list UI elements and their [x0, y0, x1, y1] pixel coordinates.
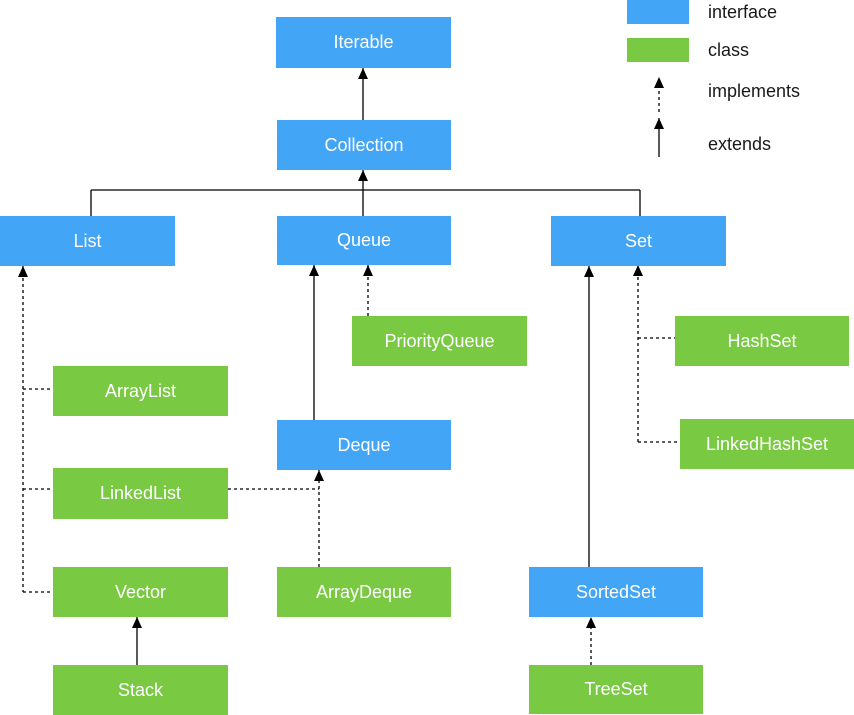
node-label: Iterable — [333, 32, 394, 52]
node-hashset: HashSet — [675, 316, 849, 366]
arrow-queue-dashed — [363, 265, 373, 276]
node-sortedset: SortedSet — [529, 567, 703, 617]
node-collection: Collection — [277, 120, 451, 170]
arrow-sortedset — [586, 617, 596, 628]
arrow-list — [18, 266, 28, 277]
node-treeset: TreeSet — [529, 665, 703, 714]
node-label: Queue — [336, 230, 392, 250]
node-set: Set — [551, 216, 726, 266]
legend-class-label: class — [708, 40, 750, 60]
node-label: Collection — [324, 134, 404, 155]
node-label: SortedSet — [575, 581, 657, 602]
arrow-set-dashed — [633, 265, 643, 276]
legend-interface-swatch — [627, 0, 689, 24]
node-label: Stack — [117, 679, 164, 700]
node-queue: Queue — [277, 216, 451, 265]
legend-interface-label: interface — [708, 2, 778, 22]
arrow-queue-solid — [309, 265, 319, 276]
node-label: HashSet — [727, 330, 797, 351]
node-deque: Deque — [277, 420, 451, 470]
node-label: ArrayDeque — [315, 581, 413, 602]
legend-extends-label: extends — [708, 134, 772, 154]
arrow-collection — [358, 170, 368, 181]
node-label: Vector — [114, 581, 167, 602]
legend-class-swatch — [627, 38, 689, 62]
node-label: List — [73, 230, 102, 251]
node-stack: Stack — [53, 665, 228, 715]
node-priorityqueue: PriorityQueue — [352, 316, 527, 366]
arrow-set-solid — [584, 266, 594, 277]
node-label: LinkedHashSet — [705, 433, 829, 454]
legend-extends-arrowhead — [654, 118, 664, 129]
node-label: Set — [624, 230, 653, 251]
legend-implements-label: implements — [708, 81, 801, 101]
node-label: PriorityQueue — [384, 330, 495, 351]
node-linkedlist: LinkedList — [53, 468, 228, 519]
node-arraylist: ArrayList — [53, 366, 228, 416]
node-label: TreeSet — [584, 679, 648, 699]
node-vector: Vector — [53, 567, 228, 617]
node-label: Deque — [337, 434, 391, 455]
node-arraydeque: ArrayDeque — [277, 567, 451, 617]
arrow-deque — [314, 470, 324, 481]
node-list: List — [0, 216, 175, 266]
arrow-vector — [132, 617, 142, 628]
node-iterable: Iterable — [276, 17, 451, 68]
node-linkedhashset: LinkedHashSet — [680, 419, 854, 469]
node-label: LinkedList — [99, 483, 182, 503]
node-label: ArrayList — [104, 380, 176, 401]
legend-implements-arrowhead — [654, 77, 664, 88]
arrow-iterable — [358, 68, 368, 79]
